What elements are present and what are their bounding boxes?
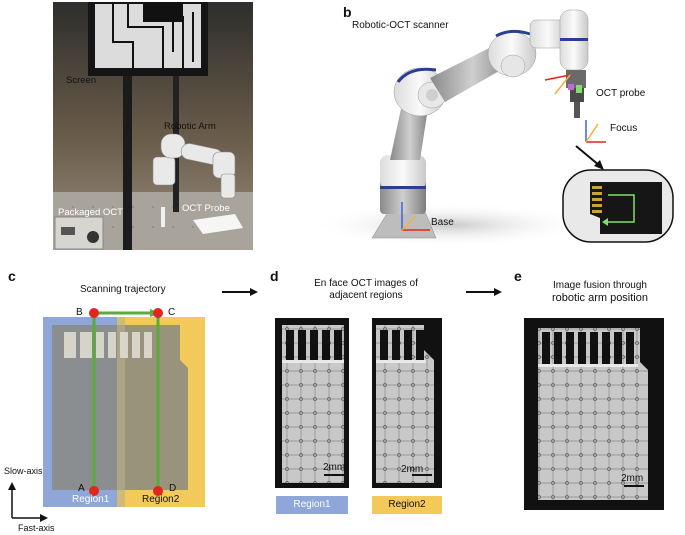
panel-e-title-line2: robotic arm position — [552, 292, 648, 304]
robot-base — [371, 155, 437, 239]
panel-d-title-line2: adjacent regions — [329, 290, 403, 301]
region1-box — [43, 317, 125, 507]
label-oct-probe-render: OCT probe — [596, 88, 646, 99]
robot-wrist — [529, 9, 589, 118]
label-fast-axis: Fast-axis — [18, 523, 55, 533]
label-oct-probe-photo: OCT Probe — [182, 203, 230, 214]
oct-image-region2 — [372, 318, 442, 488]
scale-label-e: 2mm — [621, 473, 644, 484]
zoom-arrow — [575, 145, 601, 167]
label-point-d: D — [169, 483, 177, 494]
label-region2-c: Region2 — [142, 494, 180, 505]
label-slow-axis: Slow-axis — [4, 466, 43, 476]
scale-label-d-right: 2mm — [401, 464, 424, 475]
panel-e-letter: e — [514, 268, 522, 284]
panel-d-letter: d — [270, 268, 279, 284]
sd-card — [590, 182, 662, 234]
card-silhouette — [52, 325, 188, 490]
sd-card-inset — [562, 169, 674, 243]
panel-e-title: Image fusion through robotic arm positio… — [530, 280, 670, 304]
panel-c-letter: c — [8, 268, 16, 284]
panel-c-title: Scanning trajectory — [80, 284, 166, 295]
label-focus: Focus — [610, 123, 638, 134]
label-point-a: A — [78, 483, 85, 494]
label-region1-c: Region1 — [72, 494, 110, 505]
region1-tag: Region1 — [276, 496, 348, 514]
label-point-c: C — [168, 307, 176, 318]
label-base: Base — [431, 217, 454, 228]
panel-d-title-line1: En face OCT images of — [314, 278, 418, 289]
region2-tag: Region2 — [372, 496, 442, 514]
label-screen: Screen — [66, 75, 97, 86]
robot-upper-arm — [430, 29, 537, 102]
panel-b-letter: b — [343, 4, 352, 20]
panel-d-title: En face OCT images of adjacent regions — [286, 278, 446, 302]
robot-lower-arm — [390, 67, 447, 160]
panel-e-title-line1: Image fusion through — [553, 280, 647, 291]
label-packaged-oct: Packaged OCT — [58, 207, 123, 218]
panel-a-photo — [53, 2, 253, 250]
point-c — [153, 308, 163, 318]
scale-label-d-left: 2mm — [323, 462, 346, 473]
point-b — [89, 308, 99, 318]
label-point-b: B — [76, 307, 83, 318]
region2-box — [117, 317, 205, 507]
lab-setup-photo — [53, 2, 253, 250]
panel-b-title: Robotic-OCT scanner — [352, 20, 449, 31]
label-robotic-arm: Robotic Arm — [164, 121, 216, 132]
